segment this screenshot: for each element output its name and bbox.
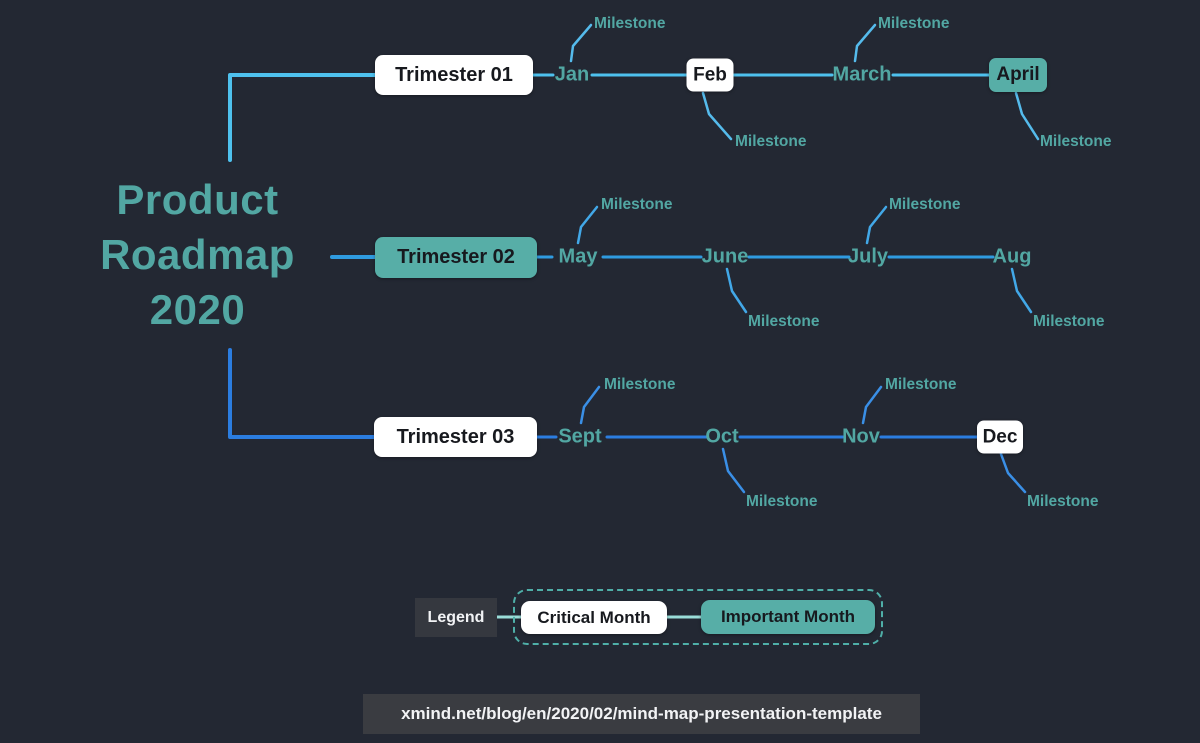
milestone-below-aug[interactable]: Milestone (1033, 313, 1105, 330)
month-march[interactable]: March (832, 63, 892, 86)
month-oct[interactable]: Oct (705, 425, 739, 448)
milestone-line-below-dec (999, 452, 1027, 494)
milestone-below-april[interactable]: Milestone (1040, 133, 1112, 150)
month-june[interactable]: June (701, 245, 749, 268)
milestone-above-jan[interactable]: Milestone (594, 15, 666, 32)
month-july[interactable]: July (847, 245, 889, 268)
month-april[interactable]: April (989, 58, 1047, 92)
month-dec[interactable]: Dec (977, 420, 1023, 454)
legend-title: Legend (415, 598, 497, 637)
legend-critical-month[interactable]: Critical Month (521, 601, 667, 634)
month-feb[interactable]: Feb (686, 58, 734, 92)
legend-group-border (513, 589, 883, 645)
central-topic-line-1: Product (116, 176, 279, 223)
milestone-line-above-july (865, 205, 888, 245)
milestone-above-march[interactable]: Milestone (878, 15, 950, 32)
milestone-below-dec[interactable]: Milestone (1027, 493, 1099, 510)
month-nov[interactable]: Nov (842, 425, 880, 448)
milestone-above-sept[interactable]: Milestone (604, 376, 676, 393)
footer-url[interactable]: xmind.net/blog/en/2020/02/mind-map-prese… (363, 694, 920, 734)
milestone-above-july[interactable]: Milestone (889, 196, 961, 213)
trimester-01-node[interactable]: Trimester 01 (375, 55, 533, 95)
central-topic-line-3: 2020 (149, 286, 246, 333)
month-jan[interactable]: Jan (554, 63, 590, 86)
central-topic-line-2: Roadmap (100, 231, 295, 278)
milestone-line-below-oct (721, 447, 746, 494)
trimester-02-node[interactable]: Trimester 02 (375, 237, 537, 278)
legend-important-month[interactable]: Important Month (701, 600, 875, 634)
trimester-03-node[interactable]: Trimester 03 (374, 417, 537, 457)
milestone-line-below-aug (1010, 267, 1033, 314)
milestone-line-above-march (853, 23, 877, 63)
month-may[interactable]: May (558, 245, 598, 268)
milestone-above-may[interactable]: Milestone (601, 196, 673, 213)
branch-line-trimester-01 (228, 73, 378, 162)
milestone-line-above-sept (579, 385, 601, 425)
milestone-line-below-june (725, 267, 748, 314)
milestone-line-above-nov (861, 385, 883, 425)
central-topic[interactable]: Product Roadmap 2020 (80, 172, 315, 337)
month-sept[interactable]: Sept (558, 425, 602, 448)
milestone-above-nov[interactable]: Milestone (885, 376, 957, 393)
milestone-below-feb[interactable]: Milestone (735, 133, 807, 150)
milestone-line-above-jan (569, 23, 593, 63)
branch-line-trimester-03 (228, 348, 378, 439)
month-aug[interactable]: Aug (992, 245, 1032, 268)
milestone-below-oct[interactable]: Milestone (746, 493, 818, 510)
milestone-below-june[interactable]: Milestone (748, 313, 820, 330)
milestone-line-below-feb (701, 91, 733, 141)
milestone-line-above-may (576, 205, 599, 245)
milestone-line-below-april (1014, 91, 1040, 141)
